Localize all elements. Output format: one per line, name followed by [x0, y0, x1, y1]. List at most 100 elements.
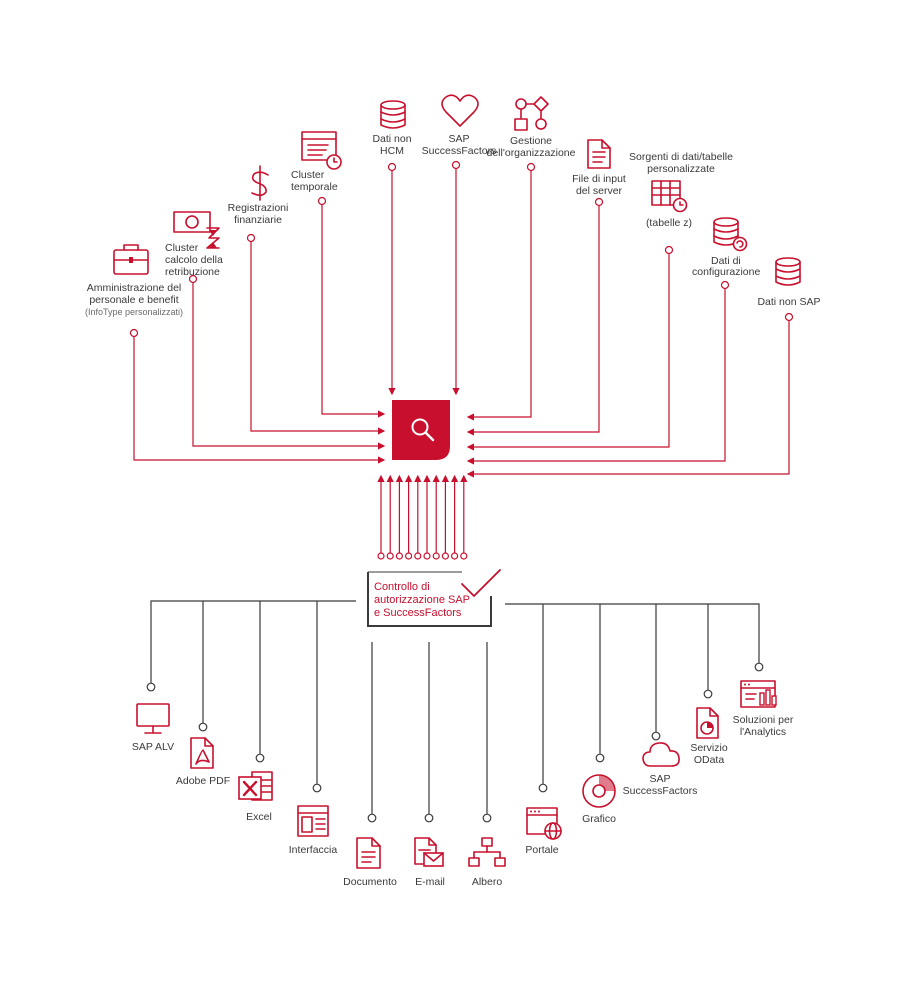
- label-line1: File di input: [572, 173, 626, 185]
- hub[interactable]: [392, 400, 450, 460]
- output-excel[interactable]: Excel: [238, 771, 273, 823]
- output-documento[interactable]: Documento: [343, 837, 397, 888]
- source-registrazioni[interactable]: Registrazioni finanziarie: [228, 165, 289, 226]
- source-dati-non-hcm[interactable]: Dati non HCM: [372, 100, 412, 157]
- control-line1: Controllo di: [374, 581, 430, 593]
- analytics-icon: [740, 680, 777, 708]
- source-cluster-temporale[interactable]: Cluster temporale: [291, 131, 342, 193]
- connector-amministrazione: [133, 336, 386, 464]
- output-email[interactable]: E-mail: [414, 837, 445, 888]
- label-line1: Sorgenti di dati/tabelle: [629, 151, 733, 163]
- source-dots: [129, 160, 794, 338]
- hub-control-dot: [451, 552, 459, 560]
- source-sorgenti[interactable]: Sorgenti di dati/tabelle personalizzate …: [629, 151, 733, 229]
- label: Grafico: [582, 813, 616, 825]
- source-amministrazione[interactable]: Amministrazione del personale e benefit …: [85, 244, 183, 317]
- source-sap-successfactors[interactable]: SAP SuccessFactors: [422, 94, 497, 157]
- label-line1: Cluster: [165, 242, 199, 254]
- label-line2: l'Analytics: [740, 726, 786, 738]
- source-cluster-calcolo[interactable]: Cluster calcolo della retribuzione: [165, 211, 223, 278]
- hub-control-dot: [432, 552, 440, 560]
- label-line2: HCM: [380, 145, 404, 157]
- monitor-icon: [136, 703, 170, 734]
- label: Documento: [343, 876, 397, 888]
- label-line1: SAP: [448, 133, 469, 145]
- excel-icon: [238, 771, 273, 801]
- label: Excel: [246, 811, 272, 823]
- label-line1: Servizio: [690, 742, 728, 754]
- label-line2: calcolo della: [165, 254, 223, 266]
- label: E-mail: [415, 876, 445, 888]
- output-soluzioni-analytics[interactable]: Soluzioni per l'Analytics: [733, 680, 794, 738]
- database-refresh-icon: [713, 217, 748, 252]
- portal-icon: [526, 807, 562, 840]
- payroll-icon: [173, 211, 220, 249]
- label-line3: (tabelle z): [646, 217, 692, 229]
- database-icon: [775, 257, 801, 286]
- label-line1: Dati non: [372, 133, 411, 145]
- output-portale[interactable]: Portale: [525, 807, 562, 856]
- database-icon: [380, 100, 406, 129]
- hub-control-dot: [386, 552, 394, 560]
- source-connectors: [133, 168, 790, 478]
- control-line3: e SuccessFactors: [374, 607, 462, 619]
- search-icon: [411, 418, 435, 442]
- document-icon: [356, 837, 381, 869]
- control-box-frame: [367, 572, 492, 627]
- source-dati-non-sap[interactable]: Dati non SAP: [757, 257, 821, 308]
- hub-control-dot: [405, 552, 413, 560]
- checkmark-icon: [461, 569, 501, 597]
- connector-cluster-calcolo: [192, 282, 386, 450]
- hub-box: [392, 400, 450, 460]
- hub-control-dot: [441, 552, 449, 560]
- output-sap-successfactors[interactable]: SAP SuccessFactors: [623, 742, 698, 797]
- source-gestione-org[interactable]: Gestione dell'organizzazione: [487, 96, 576, 159]
- output-servizio-odata[interactable]: Servizio OData: [690, 707, 728, 766]
- source-file-input[interactable]: File di input del server: [572, 139, 626, 197]
- hub-control-dot: [395, 552, 403, 560]
- hub-control-dot: [423, 552, 431, 560]
- label-line2: personale e benefit: [89, 294, 178, 306]
- authorization-control[interactable]: Controllo di autorizzazione SAP e Succes…: [367, 569, 501, 627]
- output-sap-alv[interactable]: SAP ALV: [132, 703, 174, 753]
- label-line2: dell'organizzazione: [487, 147, 576, 159]
- cloud-icon: [642, 742, 680, 767]
- label-line2: temporale: [291, 181, 338, 193]
- label-line3: retribuzione: [165, 266, 220, 278]
- label-line2: SuccessFactors: [623, 785, 698, 797]
- label-line2: del server: [576, 185, 623, 197]
- hub-to-control-lines: [377, 474, 468, 560]
- output-interfaccia[interactable]: Interfaccia: [289, 805, 338, 856]
- connector-cluster-temporale: [321, 204, 386, 418]
- output-grafico[interactable]: Grafico: [582, 774, 616, 825]
- label-line1: Dati non SAP: [757, 296, 820, 308]
- label-line1: Soluzioni per: [733, 714, 794, 726]
- hub-control-dot: [414, 552, 422, 560]
- hub-control-dot: [460, 552, 468, 560]
- connector-dati-non-sap: [466, 320, 790, 478]
- label-line1: Gestione: [510, 135, 552, 147]
- label-line2: personalizzate: [647, 163, 715, 175]
- control-line2: autorizzazione SAP: [374, 594, 470, 606]
- label-line1: Cluster: [291, 169, 325, 181]
- label-line1: SAP: [649, 773, 670, 785]
- heart-icon: [441, 94, 479, 127]
- output-connectors: [150, 600, 760, 815]
- label-line1: Amministrazione del: [87, 282, 182, 294]
- connector-file-input: [466, 205, 600, 436]
- output-dots: [146, 662, 764, 823]
- source-dati-config[interactable]: Dati di configurazione: [692, 217, 760, 278]
- label-line1: Dati di: [711, 255, 741, 267]
- label-line2: OData: [694, 754, 725, 766]
- email-icon: [414, 837, 444, 867]
- output-albero[interactable]: Albero: [468, 837, 506, 888]
- label: Portale: [525, 844, 558, 856]
- label: Albero: [472, 876, 503, 888]
- connector-gestione-org: [466, 170, 532, 421]
- label-line1: Registrazioni: [228, 202, 289, 214]
- table-clock-icon: [651, 180, 688, 213]
- output-adobe-pdf[interactable]: Adobe PDF: [176, 737, 230, 787]
- hub-control-dot: [377, 552, 385, 560]
- briefcase-icon: [113, 244, 149, 275]
